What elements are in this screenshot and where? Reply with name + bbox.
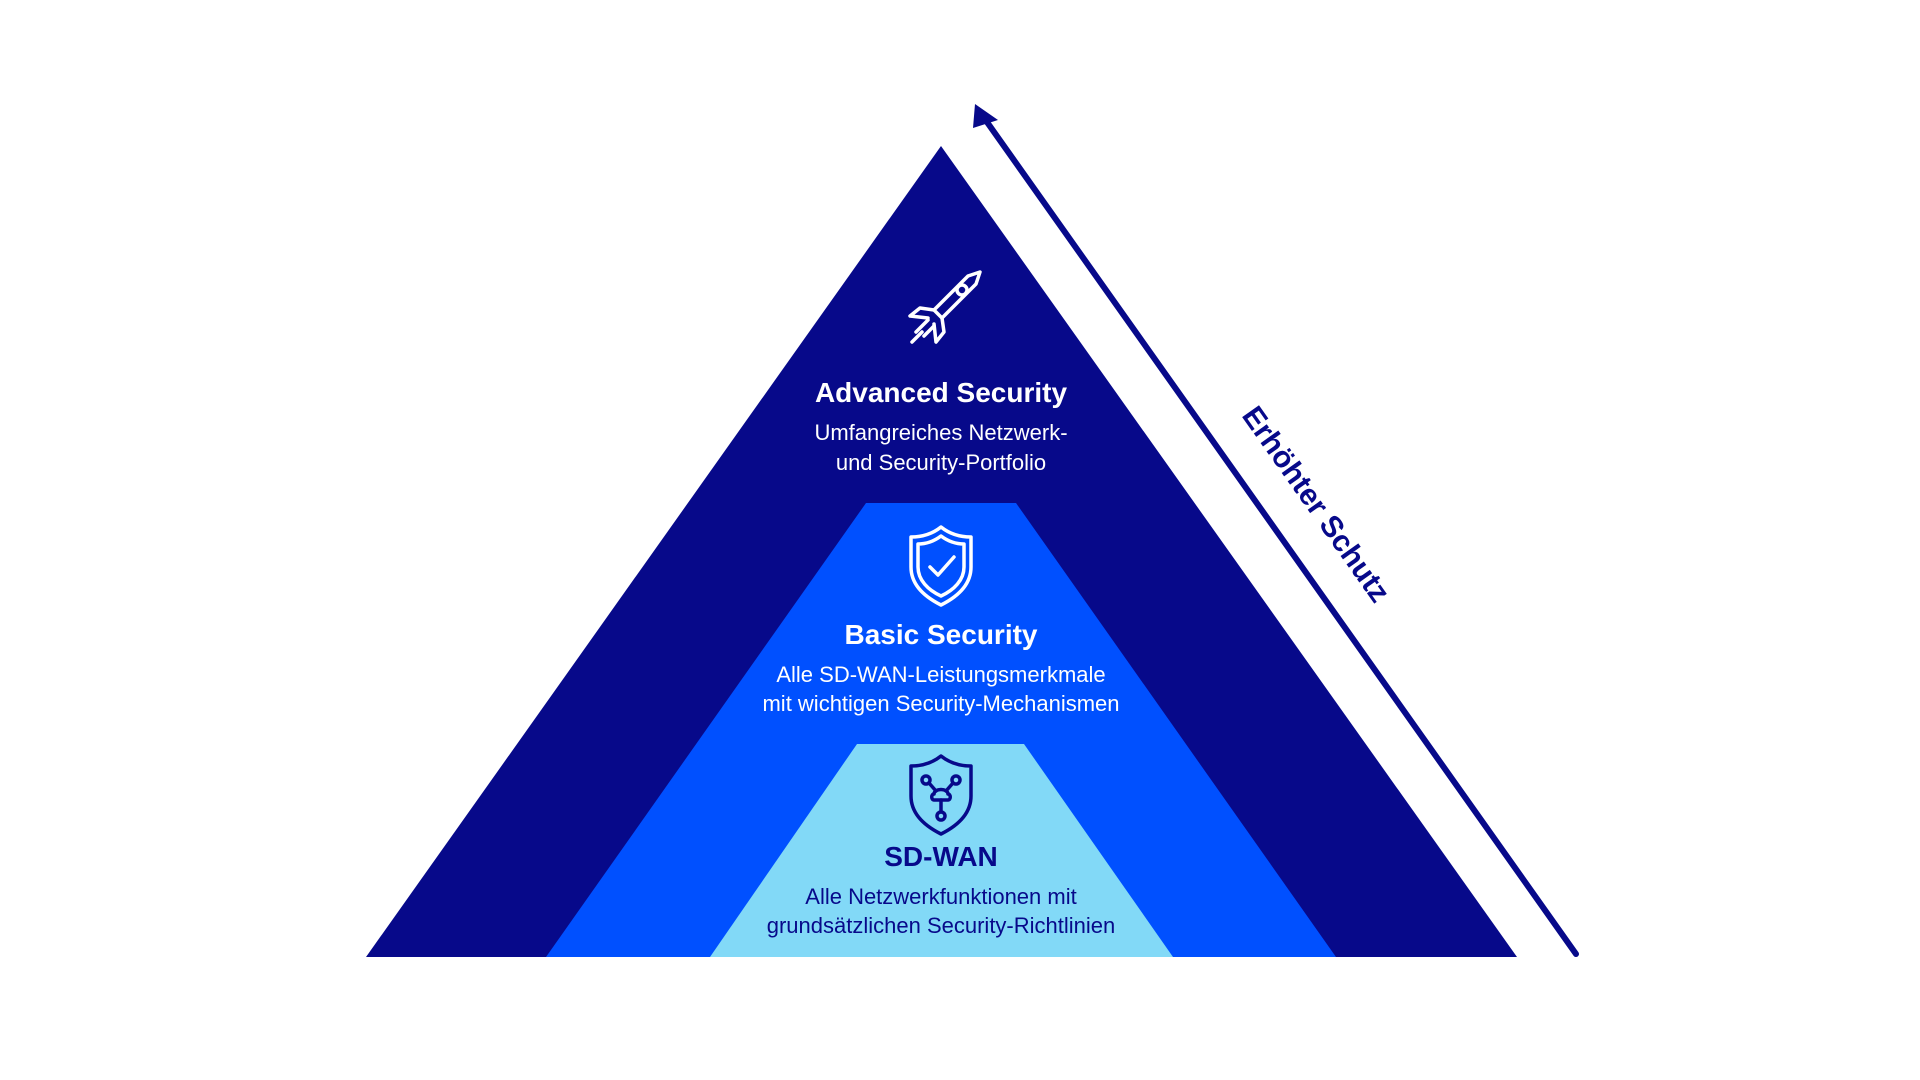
tier-basic-shape	[546, 503, 1336, 957]
shield-network-icon	[909, 754, 973, 836]
rocket-icon	[908, 270, 982, 344]
tier-basic-description-line1: Alle SD-WAN-Leistungsmerkmale	[776, 662, 1105, 687]
shield-check-icon	[909, 525, 973, 607]
tier-sdwan-description-line1: Alle Netzwerkfunktionen mit	[805, 884, 1076, 909]
tier-sdwan-shape	[710, 744, 1173, 957]
tier-basic-title: Basic Security	[845, 619, 1038, 650]
tier-advanced-description-line1: Umfangreiches Netzwerk-	[814, 420, 1067, 445]
tier-advanced-title: Advanced Security	[815, 377, 1068, 408]
tier-sdwan-description-line2: grundsätzlichen Security-Richtlinien	[767, 913, 1116, 938]
tier-basic-description-line2: mit wichtigen Security-Mechanismen	[762, 691, 1119, 716]
axis-arrow-line	[979, 112, 1579, 957]
tier-sdwan-title: SD-WAN	[884, 841, 998, 872]
tier-advanced-description-line2: und Security-Portfolio	[836, 450, 1046, 475]
axis-arrow-head	[973, 104, 998, 128]
